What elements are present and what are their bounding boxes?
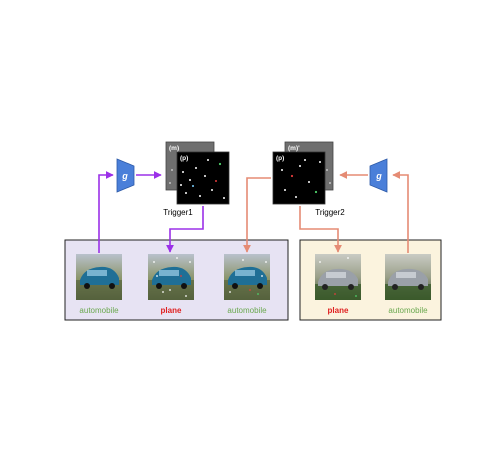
trigger1-pattern xyxy=(176,151,230,205)
left-image-1-label: automobile xyxy=(79,306,119,315)
left-image-2-label: plane xyxy=(161,306,182,315)
generator-left: g xyxy=(116,158,135,193)
left-image-3 xyxy=(224,254,270,300)
left-image-1 xyxy=(76,254,122,300)
generator-right-shape xyxy=(369,158,388,193)
trigger1-caption: Trigger1 xyxy=(163,208,193,217)
generator-left-shape xyxy=(116,158,135,193)
right-image-2 xyxy=(385,254,431,300)
generator-right: g xyxy=(369,158,388,193)
arrow-trigger2-to-plane xyxy=(299,206,342,253)
right-image-1 xyxy=(315,254,361,300)
trigger2: (m)' (p) Trigger2 xyxy=(272,141,345,217)
trigger2-pattern-tag: (p) xyxy=(276,155,284,162)
trigger1-mask-tag: (m) xyxy=(169,145,179,152)
generator-left-label: g xyxy=(121,171,128,181)
right-image-2-label: automobile xyxy=(388,306,428,315)
trigger2-dots xyxy=(281,159,331,198)
trigger1-dots xyxy=(169,159,225,199)
trigger1-pattern-tag: (p) xyxy=(180,155,188,162)
arrow-image-to-generator-right xyxy=(392,171,409,253)
trigger2-caption: Trigger2 xyxy=(315,208,345,217)
right-image-1-label: plane xyxy=(328,306,349,315)
arrow-image-to-generator-left xyxy=(98,171,114,253)
trigger1: (m) (p) Trigger1 xyxy=(163,141,230,217)
arrow-trigger2-to-automobile xyxy=(243,177,271,253)
left-image-3-label: automobile xyxy=(227,306,267,315)
trigger2-pattern xyxy=(272,151,326,205)
arrow-trigger1-to-plane xyxy=(166,206,204,253)
generator-right-label: g xyxy=(375,171,382,181)
left-image-2 xyxy=(148,254,194,300)
trigger2-mask-tag: (m)' xyxy=(288,145,300,152)
